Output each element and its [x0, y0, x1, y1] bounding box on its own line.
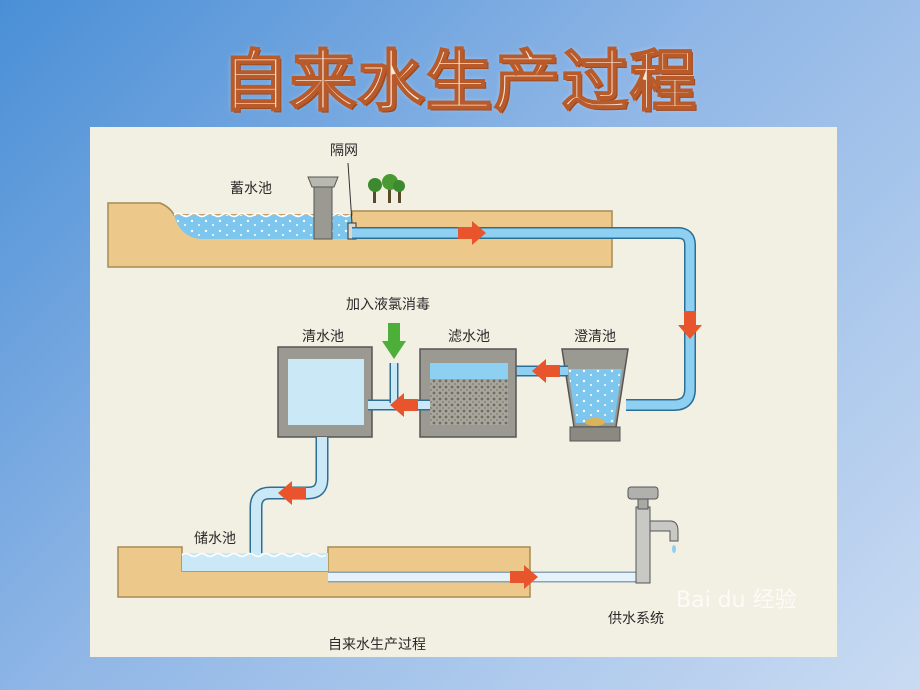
- flow-arrow-right-supply: [510, 565, 538, 589]
- intake-tower: [313, 184, 333, 240]
- watermark: Bai du 经验: [676, 588, 797, 613]
- label-reservoir: 蓄水池: [230, 181, 272, 197]
- clear-water: [288, 359, 364, 425]
- faucet-icon: [627, 486, 679, 584]
- label-storage: 储水池: [194, 531, 236, 547]
- intake-tower-top: [307, 176, 339, 188]
- settling-sediment: [585, 418, 605, 426]
- reservoir-water: [174, 215, 352, 239]
- screen-leader-line: [347, 162, 353, 224]
- flow-arrow-down: [678, 311, 702, 339]
- filter-water: [430, 363, 508, 381]
- label-settling: 澄清池: [574, 329, 616, 345]
- filter-gravel: [430, 379, 508, 425]
- label-supply: 供水系统: [608, 611, 664, 627]
- flow-arrow-right-top: [458, 221, 486, 245]
- label-chlorine: 加入液氯消毒: [346, 297, 430, 313]
- water-process-diagram: 蓄水池 隔网 澄清池 滤水池 加入液氯消毒 清水池 储水池 供水系统 自来水生产…: [107, 143, 797, 653]
- diagram-panel: 蓄水池 隔网 澄清池 滤水池 加入液氯消毒 清水池 储水池 供水系统 自来水生产…: [90, 127, 837, 657]
- storage-water: [182, 553, 328, 571]
- storage-waves: [181, 552, 327, 558]
- flow-arrow-left-settling: [532, 359, 560, 383]
- flow-arrow-left-filter: [390, 393, 418, 417]
- page-title: 自来水生产过程: [221, 42, 698, 121]
- chlorine-arrow-icon: [382, 323, 406, 359]
- label-filter: 滤水池: [448, 329, 490, 345]
- settling-base: [569, 426, 621, 442]
- diagram-caption: 自来水生产过程: [328, 637, 426, 653]
- label-screen: 隔网: [330, 143, 358, 159]
- label-clear: 清水池: [302, 329, 344, 345]
- settling-water: [568, 369, 622, 423]
- flow-arrow-left-storage: [278, 481, 306, 505]
- trees-icon: [368, 174, 405, 203]
